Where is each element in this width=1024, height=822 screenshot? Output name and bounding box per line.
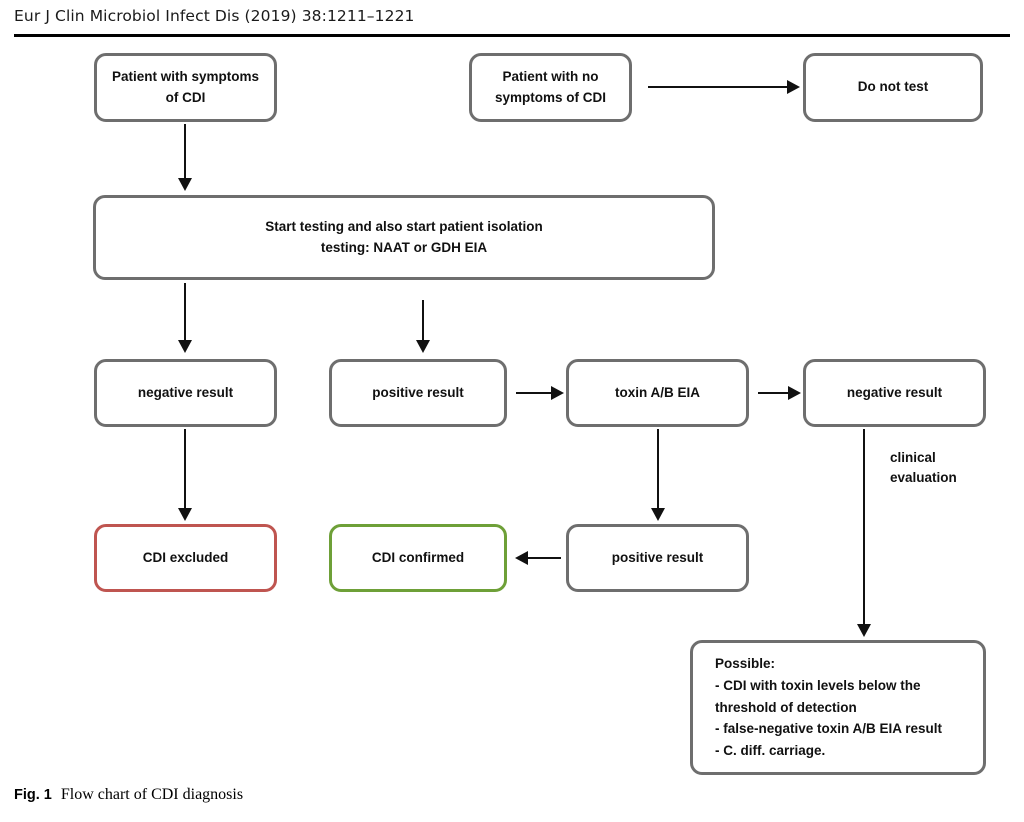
edge-toxin-negative-line xyxy=(758,392,789,394)
node-do-not-test: Do not test xyxy=(803,53,983,122)
figure-caption-text: Flow chart of CDI diagnosis xyxy=(60,786,244,803)
edge-negative-excluded-arrowhead xyxy=(178,508,192,521)
edge-toxin-positive-arrowhead xyxy=(651,508,665,521)
edge-positive-toxin-arrowhead xyxy=(551,386,564,400)
edge-nosymptoms-donottest-arrowhead xyxy=(787,80,800,94)
edge-starttesting-negative-line xyxy=(184,283,186,341)
node-start-testing: Start testing and also start patient iso… xyxy=(93,195,715,280)
node-positive-result-toxin: positive result xyxy=(566,524,749,592)
edge-symptoms-starttesting-arrowhead xyxy=(178,178,192,191)
figure-caption: Fig. 1 Flow chart of CDI diagnosis xyxy=(14,786,243,804)
edge-starttesting-positive-line xyxy=(422,300,424,341)
node-negative-result-screen: negative result xyxy=(94,359,277,427)
figure-number: Fig. 1 xyxy=(14,787,52,803)
node-patient-no-symptoms: Patient with no symptoms of CDI xyxy=(469,53,632,122)
edge-toxin-negative-arrowhead xyxy=(788,386,801,400)
edge-starttesting-positive-arrowhead xyxy=(416,340,430,353)
edge-positive-confirmed-arrowhead xyxy=(515,551,528,565)
node-positive-result-screen: positive result xyxy=(329,359,507,427)
edge-label-clinical-evaluation: clinical evaluation xyxy=(890,450,957,485)
edge-starttesting-negative-arrowhead xyxy=(178,340,192,353)
edge-positive-confirmed-line xyxy=(528,557,561,559)
edge-positive-toxin-line xyxy=(516,392,553,394)
node-cdi-confirmed: CDI confirmed xyxy=(329,524,507,592)
edge-nosymptoms-donottest-line xyxy=(648,86,788,88)
edge-negative-possible-line xyxy=(863,429,865,628)
node-negative-result-toxin: negative result xyxy=(803,359,986,427)
edge-toxin-positive-line xyxy=(657,429,659,511)
journal-running-head: Eur J Clin Microbiol Infect Dis (2019) 3… xyxy=(14,7,415,25)
edge-negative-possible-arrowhead xyxy=(857,624,871,637)
edge-negative-excluded-line xyxy=(184,429,186,511)
node-possible-outcomes: Possible: - CDI with toxin levels below … xyxy=(690,640,986,775)
header-rule xyxy=(14,34,1010,37)
edge-symptoms-starttesting-line xyxy=(184,124,186,180)
node-toxin-ab-eia: toxin A/B EIA xyxy=(566,359,749,427)
node-patient-with-symptoms: Patient with symptoms of CDI xyxy=(94,53,277,122)
node-cdi-excluded: CDI excluded xyxy=(94,524,277,592)
